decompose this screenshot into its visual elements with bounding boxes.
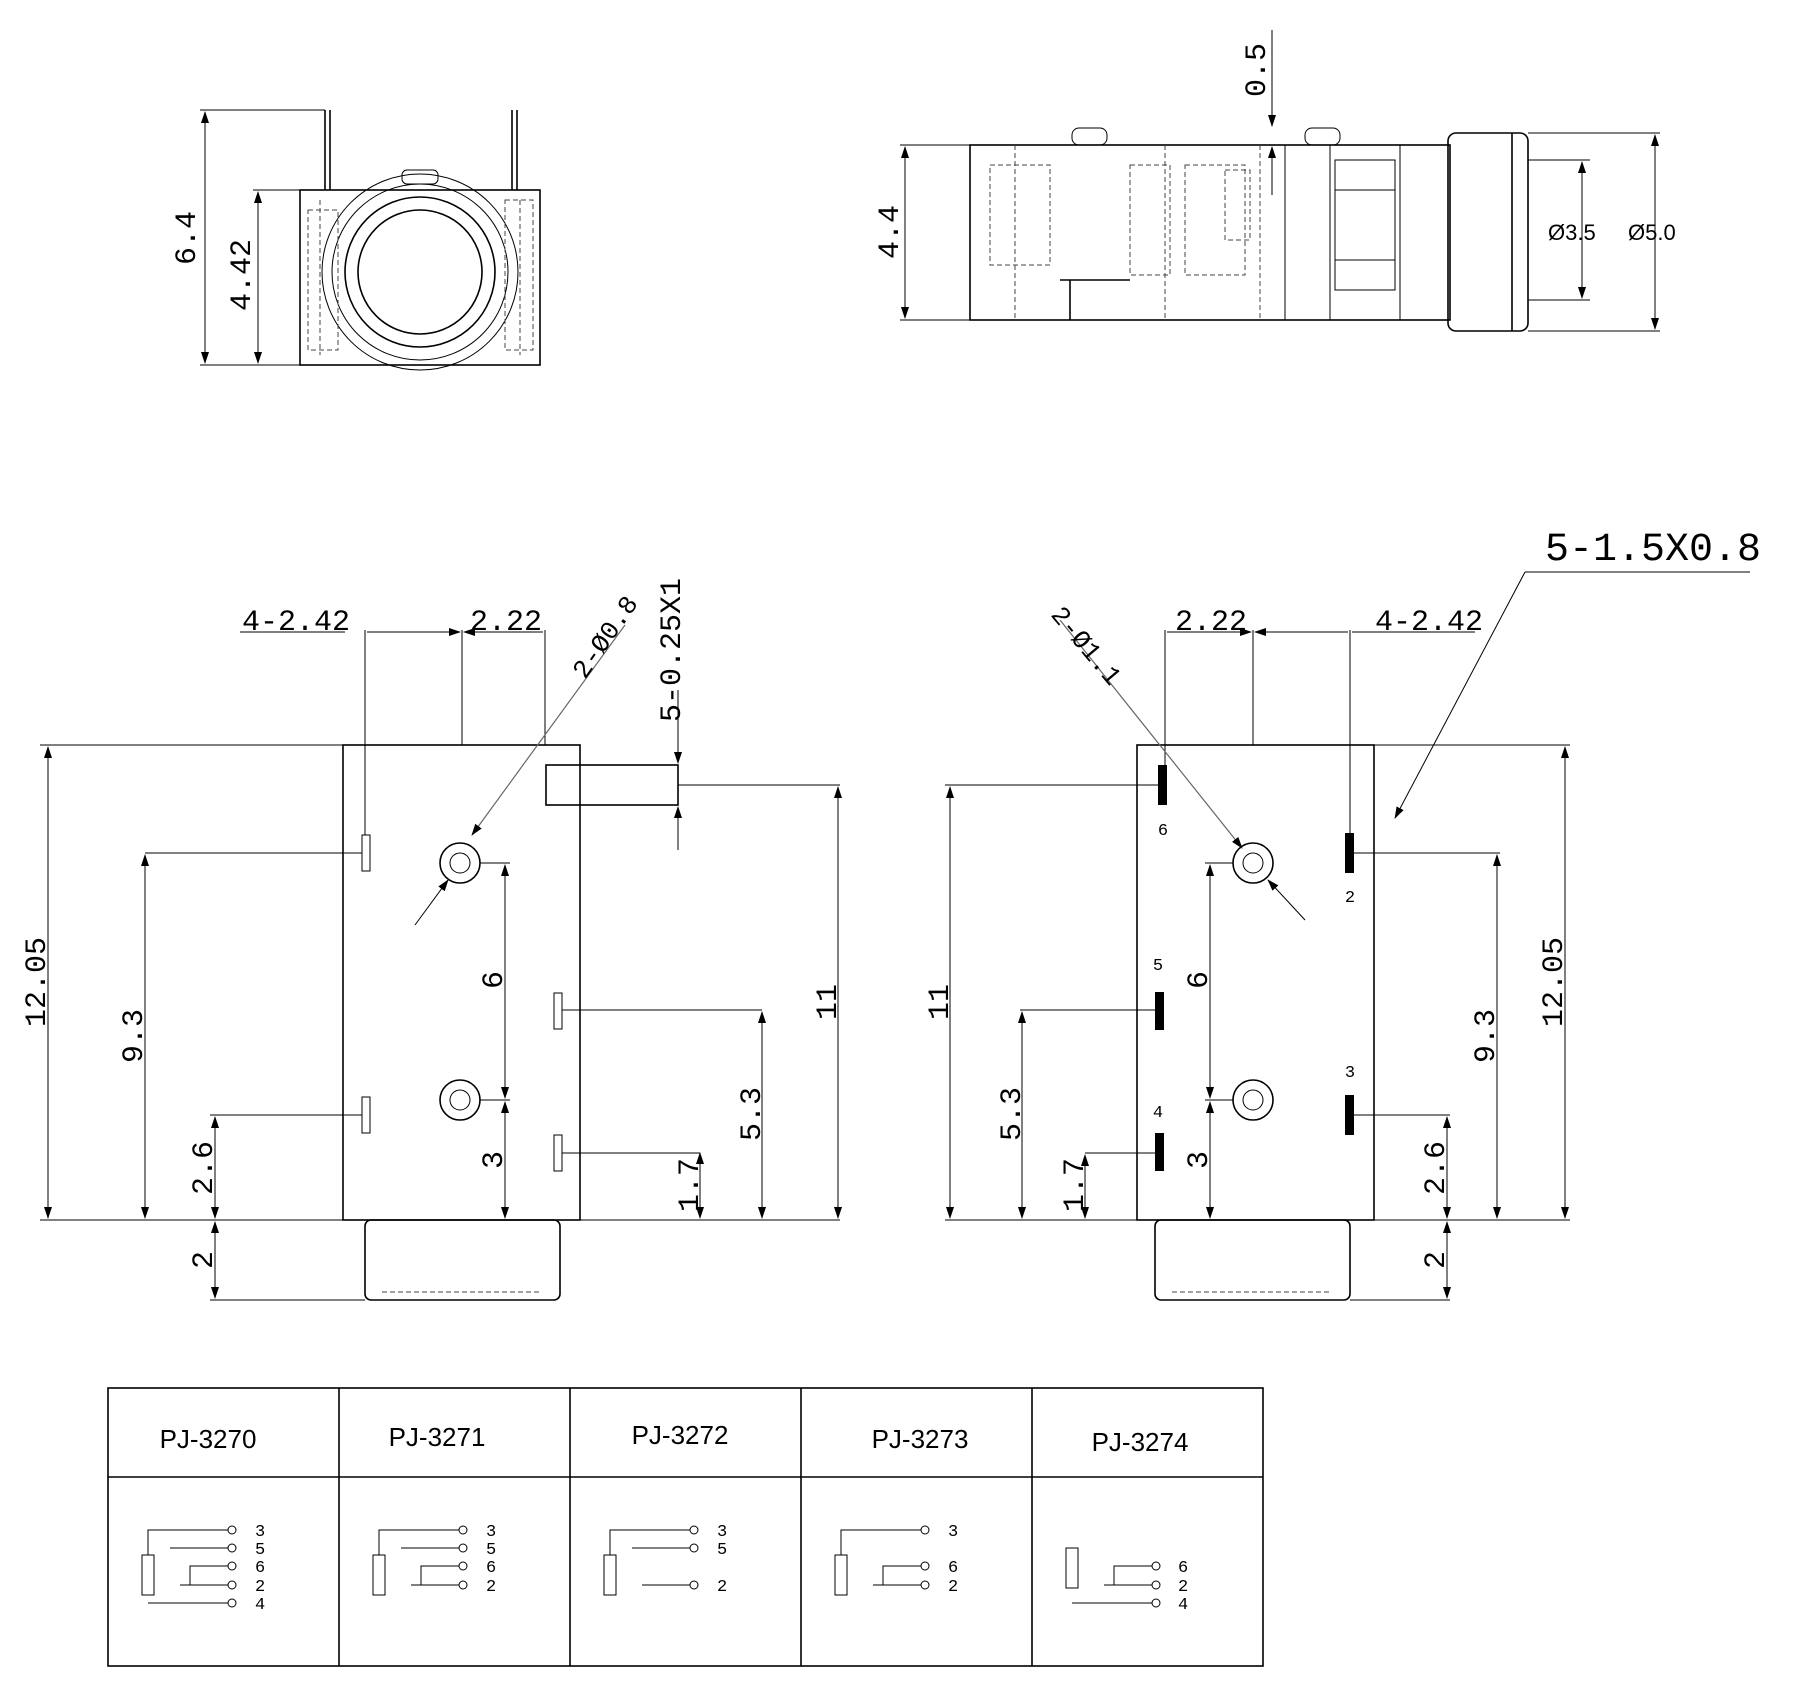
left-layout-pin-side [545, 764, 679, 806]
side-view: 4.4 0.5 Ø3.5 Ø5.0 [874, 30, 1676, 332]
dim-11-right: 11 [924, 984, 958, 1020]
left-layout-body [342, 744, 581, 1221]
dim-hole-diameter: 2-Ø0.8 [567, 591, 645, 685]
model-table-frame [107, 1387, 1264, 1667]
pin-3273-b: 6 [948, 1559, 958, 1578]
schematic-3272: 3 5 2 [603, 1523, 727, 1597]
pin-label-2: 2 [1345, 889, 1355, 908]
pin-3271-d: 2 [486, 1578, 496, 1597]
pin-3271-c: 6 [486, 1559, 496, 1578]
dim-front-height: 6.4 [171, 211, 205, 265]
right-layout-pad-2 [1345, 833, 1354, 873]
dim-5-3-right: 5.3 [996, 1087, 1030, 1141]
right-layout-view: 6 2 5 3 4 2.22 4-2.42 2-Ø1.1 5-1.5X0.8 1… [924, 528, 1761, 1301]
dim-2-6-right: 2.6 [1420, 1141, 1454, 1195]
right-layout-pad-4 [1155, 1133, 1164, 1171]
pin-3274-c: 4 [1178, 1596, 1188, 1615]
side-view-body [969, 144, 1451, 321]
model-name-3274: PJ-3274 [1092, 1427, 1189, 1457]
pin-3274-b: 2 [1178, 1578, 1188, 1597]
schematic-3274: 6 2 4 [1065, 1547, 1188, 1615]
dim-side-gap: 0.5 [1241, 43, 1275, 97]
dim-total-length: 12.05 [21, 937, 55, 1027]
pin-3270-d: 2 [255, 1578, 265, 1597]
pin-label-5: 5 [1153, 957, 1163, 976]
dim-6-right: 6 [1183, 971, 1217, 989]
model-name-3271: PJ-3271 [389, 1422, 486, 1452]
left-layout-hole-top [439, 842, 481, 884]
dim-2: 2 [188, 1251, 222, 1269]
pin-3272-b: 5 [717, 1541, 727, 1560]
model-table: PJ-3270 PJ-3271 PJ-3272 PJ-3273 PJ-3274 … [107, 1387, 1264, 1667]
pin-3270-b: 5 [255, 1541, 265, 1560]
dim-1-7: 1.7 [674, 1158, 708, 1212]
pin-3270-e: 4 [255, 1596, 265, 1615]
left-layout-hole-bottom [439, 1079, 481, 1121]
right-layout-pad-3 [1345, 1095, 1354, 1135]
right-layout-pad-6 [1158, 765, 1167, 805]
pad-size-note: 5-1.5X0.8 [1545, 528, 1761, 573]
pin-3271-a: 3 [486, 1523, 496, 1542]
dim-hole-diameter-right: 2-Ø1.1 [1044, 601, 1127, 692]
schematic-3270: 3 5 6 2 4 [141, 1523, 265, 1615]
dim-2-6: 2.6 [188, 1141, 222, 1195]
dim-1-7-right: 1.7 [1059, 1158, 1093, 1212]
pin-3272-c: 2 [717, 1578, 727, 1597]
side-view-nose [1447, 132, 1529, 332]
front-view-body [299, 189, 541, 366]
pin-label-6: 6 [1158, 822, 1168, 841]
pin-label-3: 3 [1345, 1064, 1355, 1083]
dim-9-3-right: 9.3 [1470, 1009, 1504, 1063]
pin-3273-c: 2 [948, 1578, 958, 1597]
dim-side-height: 4.4 [874, 205, 908, 259]
dim-5-3: 5.3 [736, 1087, 770, 1141]
dim-11: 11 [812, 984, 846, 1020]
pin-3270-c: 6 [255, 1559, 265, 1578]
dim-pin-offset-right: 2.22 [1175, 606, 1247, 640]
pin-label-4: 4 [1153, 1104, 1163, 1123]
front-view-bore [357, 209, 483, 335]
model-name-3272: PJ-3272 [632, 1420, 729, 1450]
dim-pin-size: 5-0.25X1 [656, 578, 690, 722]
right-layout-pad-5 [1155, 992, 1164, 1030]
dim-front-body: 4.42 [226, 239, 260, 311]
model-name-3270: PJ-3270 [160, 1424, 257, 1454]
dim-6: 6 [478, 971, 512, 989]
pin-3270-a: 3 [255, 1523, 265, 1542]
dim-pin-pitch: 4-2.42 [242, 606, 350, 640]
dim-pin-pitch-right: 4-2.42 [1375, 606, 1483, 640]
front-view-outer-ring [321, 173, 519, 371]
right-layout-body [1136, 744, 1375, 1221]
right-layout-hole-top [1232, 842, 1274, 884]
dim-9-3: 9.3 [118, 1009, 152, 1063]
right-layout-hole-bottom [1232, 1079, 1274, 1121]
schematic-3271: 3 5 6 2 [372, 1523, 496, 1597]
dim-nose-diameter: Ø5.0 [1628, 220, 1676, 245]
left-layout-pad [361, 834, 371, 872]
dim-3: 3 [478, 1151, 512, 1169]
pin-3274-a: 6 [1178, 1559, 1188, 1578]
pin-3273-a: 3 [948, 1523, 958, 1542]
pin-3272-a: 3 [717, 1523, 727, 1542]
dim-pin-offset: 2.22 [470, 606, 542, 640]
model-name-3273: PJ-3273 [872, 1424, 969, 1454]
left-layout-view: 4-2.42 2.22 2-Ø0.8 5-0.25X1 12.05 9.3 2.… [21, 578, 846, 1301]
dim-bore-diameter: Ø3.5 [1548, 220, 1596, 245]
dim-total-length-right: 12.05 [1538, 937, 1572, 1027]
dim-3-right: 3 [1183, 1151, 1217, 1169]
pin-3271-b: 5 [486, 1541, 496, 1560]
dim-2-right: 2 [1420, 1251, 1454, 1269]
front-view: 6.4 4.42 [171, 109, 541, 371]
schematic-3273: 3 6 2 [834, 1523, 958, 1597]
